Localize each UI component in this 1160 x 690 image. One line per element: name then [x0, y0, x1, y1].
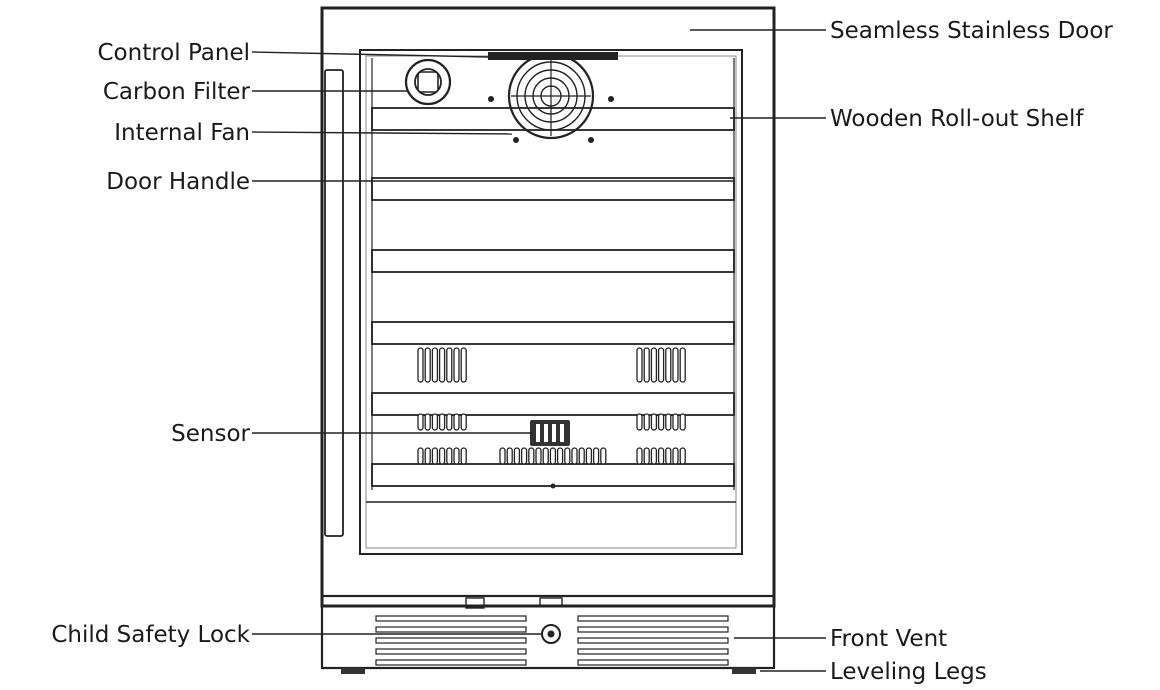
vent-slot: [556, 447, 564, 465]
vent-slot: [528, 447, 535, 465]
vent-slot: [564, 447, 571, 465]
base-panel: [320, 594, 776, 670]
front-vent-slat: [577, 626, 729, 633]
vent-slot: [453, 413, 460, 431]
sensor: [530, 420, 570, 446]
front-vent-slat: [577, 615, 729, 622]
vent-slot: [657, 413, 665, 431]
vent-slot: [417, 447, 424, 465]
label-control-panel: Control Panel: [98, 40, 251, 66]
vent-slot: [657, 447, 665, 465]
glass-window: [359, 49, 743, 555]
vent-slot: [499, 447, 506, 465]
front-vent-slat: [375, 626, 527, 633]
vent-slot: [424, 413, 431, 431]
vent-slot: [679, 413, 686, 431]
label-door-handle: Door Handle: [106, 169, 250, 195]
vent-slot: [643, 413, 650, 431]
leader-lines: [251, 29, 826, 672]
vent-slot: [672, 347, 679, 383]
vent-slot: [424, 347, 431, 383]
vent-slot: [417, 413, 424, 431]
vent-slot: [431, 347, 439, 383]
front-vent-slat: [577, 659, 729, 666]
label-internal-fan: Internal Fan: [114, 120, 250, 146]
vent-slot: [446, 413, 453, 431]
vent-slot: [542, 447, 549, 465]
callout-labels: Control Panel Carbon Filter Internal Fan…: [51, 18, 1113, 685]
internal-fan: [488, 52, 614, 143]
vent-slot: [417, 347, 424, 383]
label-child-safety-lock: Child Safety Lock: [51, 622, 250, 648]
vent-slot: [453, 447, 460, 465]
vent-slot: [438, 347, 446, 383]
vent-slot: [431, 447, 439, 465]
vent-slot: [643, 447, 650, 465]
lock-bracket: [539, 597, 563, 607]
front-vent-slat: [375, 659, 527, 666]
vent-slot: [665, 347, 672, 383]
vent-slot: [643, 347, 650, 383]
vent-slot: [460, 347, 467, 383]
vent-slot: [636, 347, 643, 383]
vent-slot: [438, 413, 446, 431]
vent-slot: [520, 447, 528, 465]
vent-slot: [446, 447, 453, 465]
vent-slot: [460, 413, 467, 431]
vent-slot: [578, 447, 585, 465]
vent-slot: [535, 447, 542, 465]
rear-vent-slots: [417, 347, 686, 465]
vent-slot: [636, 447, 643, 465]
label-wooden-rollout-shelf: Wooden Roll-out Shelf: [830, 106, 1084, 132]
vent-slot: [438, 447, 446, 465]
vent-slot: [424, 447, 431, 465]
vent-slot: [650, 347, 658, 383]
wooden-rollout-shelves: [366, 107, 736, 503]
vent-slot: [650, 413, 658, 431]
front-vent-slat: [375, 648, 527, 655]
leveling-leg-right: [732, 668, 756, 674]
label-seamless-stainless-door: Seamless Stainless Door: [830, 18, 1113, 44]
vent-slot: [672, 447, 679, 465]
vent-slot: [600, 447, 607, 465]
vent-slot: [571, 447, 578, 465]
vent-slot: [592, 447, 600, 465]
vent-slot: [665, 447, 672, 465]
label-sensor: Sensor: [171, 421, 250, 447]
front-vent-slat: [375, 615, 527, 622]
front-vent-grille: [375, 615, 729, 666]
control-panel: [488, 52, 618, 60]
vent-slot: [460, 447, 467, 465]
vent-slot: [657, 347, 665, 383]
fridge-body: [320, 6, 776, 674]
vent-slot: [636, 413, 643, 431]
label-front-vent: Front Vent: [830, 626, 947, 652]
vent-slot: [446, 347, 453, 383]
child-safety-lock: [541, 624, 561, 644]
carbon-filter: [404, 58, 452, 106]
vent-slot: [431, 413, 439, 431]
vent-slot: [549, 447, 557, 465]
hinge-block: [465, 597, 485, 609]
vent-slot: [665, 413, 672, 431]
vent-slot: [513, 447, 521, 465]
front-vent-slat: [375, 637, 527, 644]
front-vent-slat: [577, 648, 729, 655]
vent-slot: [453, 347, 460, 383]
label-leveling-legs: Leveling Legs: [830, 659, 987, 685]
seamless-stainless-door: [320, 6, 776, 608]
leveling-leg-left: [341, 668, 365, 674]
vent-slot: [585, 447, 593, 465]
label-carbon-filter: Carbon Filter: [103, 79, 251, 105]
vent-slot: [679, 447, 686, 465]
vent-slot: [672, 413, 679, 431]
front-vent-slat: [577, 637, 729, 644]
door-handle: [324, 69, 344, 537]
vent-slot: [506, 447, 513, 465]
vent-slot: [650, 447, 658, 465]
vent-slot: [679, 347, 686, 383]
